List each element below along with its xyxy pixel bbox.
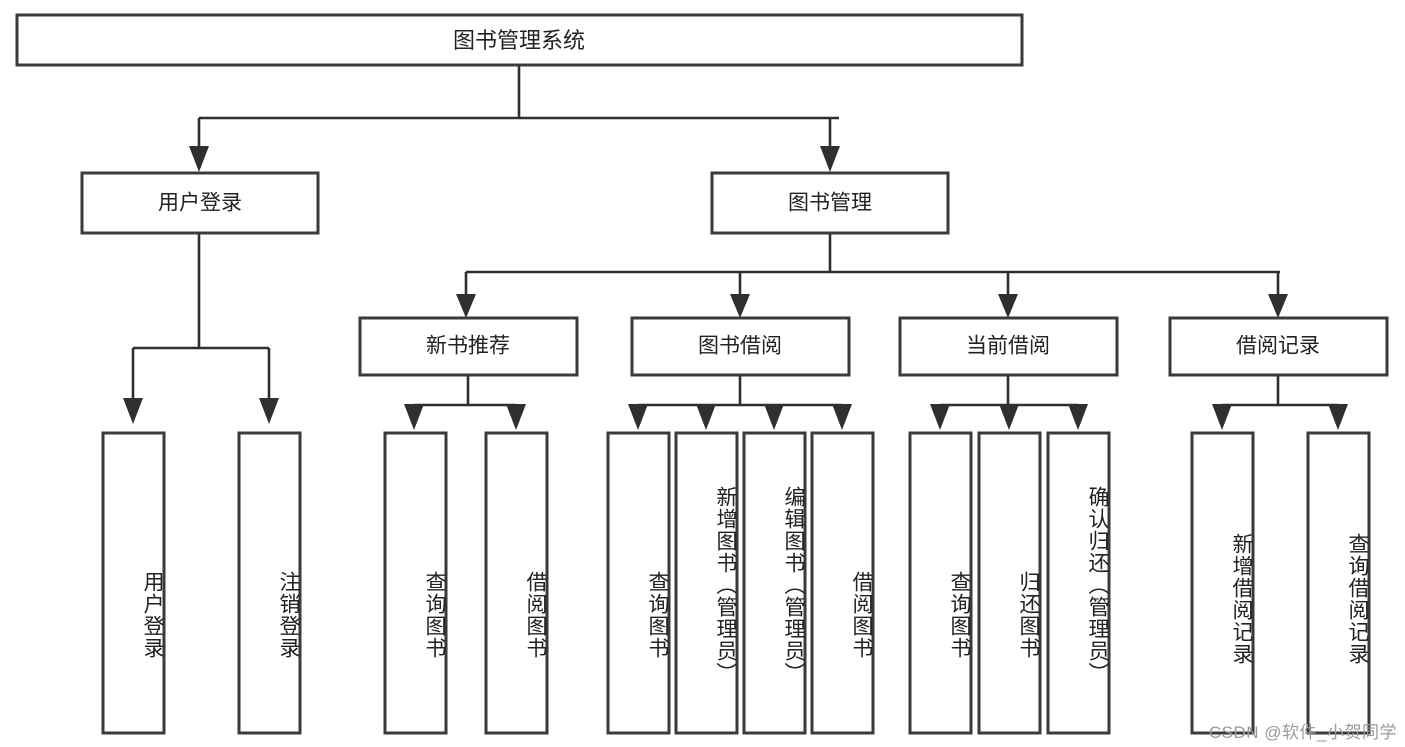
node-borrow-label: 图书借阅 <box>698 335 782 358</box>
node-current-label: 当前借阅 <box>966 335 1050 358</box>
node-bookmgmt-label: 图书管理 <box>788 192 872 215</box>
node-current[interactable]: 当前借阅 <box>898 316 1119 377</box>
arrow-head-to-leaf2 <box>259 398 279 424</box>
node-leaf-13-box[interactable] <box>1306 431 1371 735</box>
node-leaf-9-box[interactable] <box>908 431 973 735</box>
csdn-watermark: CSDN @软件_小贺同学 <box>1208 723 1397 742</box>
node-leaf-12-box[interactable] <box>1190 431 1255 735</box>
node-borrow[interactable]: 图书借阅 <box>630 316 851 377</box>
leaf-boxes <box>101 431 1371 735</box>
arrow-head-to-newbook <box>456 294 476 318</box>
arrow-head-to-leaf8 <box>832 404 852 430</box>
connector-group-newbook-leaves <box>404 375 526 430</box>
node-newbook[interactable]: 新书推荐 <box>358 316 579 377</box>
arrow-head-to-login <box>189 146 209 172</box>
node-bookmgmt-box[interactable] <box>710 171 950 235</box>
arrow-head-to-leaf6 <box>696 404 716 430</box>
node-root-box[interactable] <box>15 13 1024 67</box>
arrow-head-to-leaf4 <box>506 404 526 430</box>
arrow-head-to-current <box>998 294 1018 318</box>
arrow-head-to-leaf10 <box>999 404 1019 430</box>
node-login[interactable]: 用户登录 <box>80 171 320 235</box>
node-leaf-8-box[interactable] <box>810 431 875 735</box>
node-leaf-2-box[interactable] <box>237 431 302 735</box>
node-current-box[interactable] <box>898 316 1119 377</box>
arrow-head-to-borrow <box>730 294 750 318</box>
node-leaf-5-box[interactable] <box>606 431 671 735</box>
node-root[interactable]: 图书管理系统 <box>15 13 1024 67</box>
arrow-head-to-leaf7 <box>764 404 784 430</box>
node-borrow-box[interactable] <box>630 316 851 377</box>
connector-group-records-leaves <box>1212 375 1348 430</box>
node-records-box[interactable] <box>1168 316 1389 377</box>
node-leaf-7-box[interactable] <box>742 431 807 735</box>
connector-group-borrow-leaves <box>628 375 852 430</box>
node-newbook-box[interactable] <box>358 316 579 377</box>
arrow-head-to-leaf12 <box>1212 404 1232 430</box>
node-leaf-11-box[interactable] <box>1046 431 1111 735</box>
node-newbook-label: 新书推荐 <box>426 335 510 358</box>
node-leaf-4-box[interactable] <box>484 431 549 735</box>
arrow-head-to-leaf13 <box>1328 404 1348 430</box>
node-leaf-10-box[interactable] <box>977 431 1042 735</box>
node-records-label: 借阅记录 <box>1236 335 1320 358</box>
arrow-head-to-leaf1 <box>123 398 143 424</box>
node-leaf-3-box[interactable] <box>383 431 448 735</box>
node-root-label: 图书管理系统 <box>453 28 585 53</box>
node-records[interactable]: 借阅记录 <box>1168 316 1389 377</box>
arrow-head-to-leaf5 <box>628 404 648 430</box>
node-leaf-1-box[interactable] <box>101 431 166 735</box>
arrow-head-to-records <box>1268 294 1288 318</box>
connector-group-bookmgmt <box>456 233 1288 318</box>
connector-group-root <box>189 66 840 172</box>
node-login-box[interactable] <box>80 171 320 235</box>
arrow-head-to-leaf9 <box>930 404 950 430</box>
arrow-head-to-leaf11 <box>1068 404 1088 430</box>
arrow-head-to-bookmgmt <box>820 146 840 172</box>
node-leaf-6-box[interactable] <box>674 431 739 735</box>
node-bookmgmt[interactable]: 图书管理 <box>710 171 950 235</box>
arrow-head-to-leaf3 <box>404 404 424 430</box>
connector-group-login-leaves <box>123 233 279 424</box>
node-login-label: 用户登录 <box>158 192 242 215</box>
connector-group-current-leaves <box>930 375 1088 430</box>
